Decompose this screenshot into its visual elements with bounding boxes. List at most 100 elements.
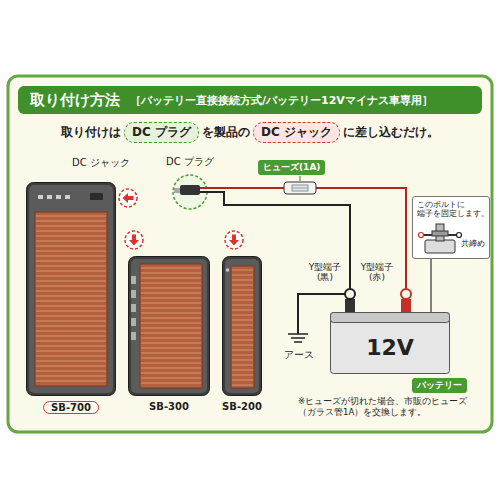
- solar-cell: [35, 212, 107, 386]
- cell-line: [141, 288, 201, 289]
- cell-line: [36, 246, 106, 247]
- side-button: [131, 318, 136, 326]
- panel-rim: [131, 259, 207, 393]
- cell-line: [36, 236, 106, 237]
- cell-line: [36, 381, 106, 382]
- marker-arrow: [123, 193, 134, 203]
- cell-line: [232, 310, 253, 311]
- positive-terminal: [401, 299, 411, 312]
- cell-line: [232, 270, 253, 271]
- cell-line: [232, 305, 253, 306]
- cell-line: [141, 308, 201, 309]
- dc-plug: [180, 185, 200, 195]
- instruction-text: 取り付けは: [61, 124, 121, 141]
- switch: [90, 193, 103, 200]
- cell-line: [36, 276, 106, 277]
- terminal-base: [425, 240, 455, 253]
- cell-line: [141, 358, 201, 359]
- red-wire: [200, 187, 284, 189]
- cell-line: [141, 378, 201, 379]
- node-text: DC ジャック: [261, 124, 332, 141]
- side-button: [131, 290, 136, 298]
- panel-housing: [223, 257, 262, 396]
- plug-box: DC プラグ: [124, 122, 199, 143]
- battery: 12V: [330, 312, 450, 374]
- marker-circle: [225, 231, 243, 249]
- cell-line: [141, 313, 201, 314]
- cell-line: [232, 365, 253, 366]
- cell-line: [232, 370, 253, 371]
- cell-line: [36, 296, 106, 297]
- node-text: ヒューズ(1A): [263, 161, 320, 174]
- cell-line: [141, 303, 201, 304]
- cell-line: [36, 291, 106, 292]
- indicator: [47, 195, 52, 199]
- panel-housing: [129, 257, 210, 396]
- jack-marker: [119, 189, 137, 207]
- cell-line: [232, 350, 253, 351]
- cell-line: [232, 340, 253, 341]
- cell-line: [36, 361, 106, 362]
- cell-line: [232, 285, 253, 286]
- cell-line: [36, 216, 106, 217]
- cell-line: [141, 273, 201, 274]
- ground-label: アース: [284, 348, 314, 362]
- cell-line: [36, 351, 106, 352]
- node-text: 共締め: [461, 239, 485, 249]
- side-button: [131, 304, 136, 312]
- panel-drawing: [128, 256, 210, 396]
- instruction-text: を製品の: [202, 124, 250, 141]
- cell-line: [36, 266, 106, 267]
- bolt-drawing: [417, 221, 463, 255]
- marker-arrow: [229, 235, 239, 246]
- wire-lug: [419, 234, 461, 236]
- side-button: [131, 276, 136, 284]
- negative-terminal: [345, 299, 355, 312]
- cell-line: [232, 335, 253, 336]
- solar-panel: SB-300: [128, 256, 210, 396]
- instruction-text: に差し込むだけ。: [343, 124, 439, 141]
- cell-line: [36, 286, 106, 287]
- indicator: [38, 195, 43, 199]
- cell-line: [232, 280, 253, 281]
- bolt-callout: このボルトに 端子を固定します。共締め: [412, 196, 490, 259]
- jack-marker: [125, 231, 143, 249]
- node-text: SB-700: [43, 401, 99, 414]
- panel-frame: [8, 76, 492, 432]
- cell-line: [232, 385, 253, 386]
- note-text: ※ヒューズが切れた場合、市販のヒューズ （ガラス管1A）を交換します。: [298, 396, 478, 419]
- cell-line: [232, 345, 253, 346]
- indicator: [65, 195, 70, 199]
- cell-line: [141, 383, 201, 384]
- cell-line: [36, 326, 106, 327]
- nut: [432, 231, 448, 236]
- cell-line: [141, 333, 201, 334]
- panel-drawing: [26, 182, 116, 396]
- solar-panel: SB-700: [26, 182, 116, 396]
- cell-line: [232, 315, 253, 316]
- lug-ring: [457, 232, 462, 237]
- cell-line: [141, 318, 201, 319]
- cell-line: [36, 356, 106, 357]
- node-text: DC プラグ: [132, 124, 191, 141]
- battery-body: [331, 313, 450, 374]
- marker-circle: [125, 231, 143, 249]
- indicator: [226, 268, 230, 272]
- cell-line: [232, 380, 253, 381]
- cell-line: [141, 368, 201, 369]
- fuse-glass: [292, 185, 308, 191]
- panel-rim: [225, 259, 259, 393]
- cell-line: [36, 301, 106, 302]
- cell-line: [36, 306, 106, 307]
- cell-line: [36, 271, 106, 272]
- cell-line: [36, 311, 106, 312]
- cell-line: [141, 293, 201, 294]
- cell-line: [232, 360, 253, 361]
- cell-line: [232, 300, 253, 301]
- solar-panel: SB-200: [222, 256, 262, 396]
- solar-cell: [231, 266, 254, 388]
- cell-line: [141, 363, 201, 364]
- cell-line: [36, 226, 106, 227]
- battery-lid: [331, 313, 450, 323]
